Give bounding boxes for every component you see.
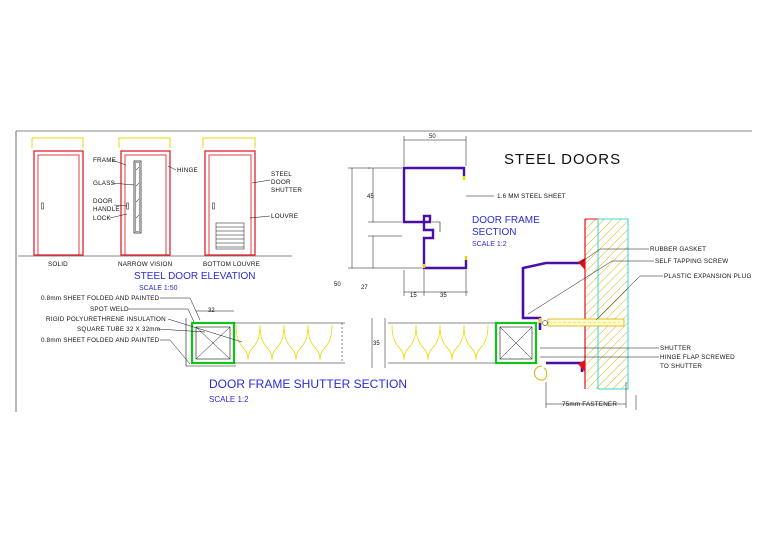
callout-self-tapping-screw: SELF TAPPING SCREW (655, 258, 728, 265)
dim-bottom-left: 27 (361, 285, 368, 291)
shutter-section-group: 35 32 0.8mm SHEET FOLDED AND PAINTED SPO… (41, 295, 538, 404)
callout-to-shutter: TO SHUTTER (660, 363, 702, 370)
jamb-detail-group: RUBBER GASKET SELF TAPPING SCREW PLASTIC… (521, 218, 752, 410)
callout-spot-weld: SPOT WELD (90, 306, 129, 313)
callout-insulation: RIGID POLYURETHRENE INSULATION (46, 316, 166, 323)
door-narrow-vision (118, 137, 171, 256)
door-solid (31, 137, 84, 256)
label-solid: SOLID (48, 261, 68, 268)
dim-top: 50 (429, 134, 436, 140)
callout-frame: FRAME (93, 157, 116, 164)
callout-expansion-plug: PLASTIC EXPANSION PLUG (664, 273, 752, 280)
callout-steel-sheet: 1.6 MM STEEL SHEET (497, 193, 566, 200)
callout-steel: STEEL (271, 171, 292, 178)
frame-caption-line2: SECTION (472, 227, 516, 238)
insulation-right (388, 322, 496, 364)
dim-b2: 35 (440, 293, 447, 299)
callout-sheet-bottom: 0.8mm SHEET FOLDED AND PAINTED (41, 337, 160, 344)
dim-height: 45 (367, 194, 374, 200)
label-narrow-vision: NARROW VISION (118, 261, 173, 268)
callout-door-2: DOOR (271, 179, 291, 186)
callout-glass: GLASS (93, 180, 115, 187)
callout-lock: LOCK (93, 215, 112, 222)
elevation-scale: SCALE 1:50 (139, 285, 178, 292)
label-bottom-louvre: BOTTOM LOUVRE (203, 261, 260, 268)
callout-rubber-gasket: RUBBER GASKET (650, 246, 706, 253)
callout-hinge-flap: HINGE FLAP SCREWED (660, 354, 735, 361)
dim-35: 35 (373, 341, 380, 347)
frame-section-scale: SCALE 1:2 (472, 241, 507, 248)
callout-square-tube: SQUARE TUBE 32 X 32mm (77, 326, 160, 333)
dim-b1: 15 (410, 293, 417, 299)
shutter-scale: SCALE 1:2 (209, 395, 249, 404)
dim-32: 32 (208, 308, 215, 314)
callout-shutter-2: SHUTTER (660, 345, 691, 352)
callout-louvre: LOUVRE (271, 213, 298, 220)
door-bottom-louvre (202, 137, 256, 256)
insulation-left (234, 322, 345, 364)
dim-left: 50 (334, 282, 341, 288)
callout-shutter: SHUTTER (271, 187, 302, 194)
sheet-border (15, 130, 752, 412)
dim-fastener: 75mm FASTENER (562, 401, 617, 408)
callout-door: DOOR (93, 198, 113, 205)
door-frame-section-group: 50 45 50 27 15 35 1.6 MM STEEL SHEET DOO… (334, 134, 566, 299)
shutter-caption: DOOR FRAME SHUTTER SECTION (209, 377, 407, 391)
callout-handle: HANDLE (93, 206, 120, 213)
door-elevation-group: FRAME GLASS DOOR HANDLE LOCK HINGE STEEL… (18, 137, 302, 292)
elevation-caption: STEEL DOOR ELEVATION (134, 271, 256, 282)
callout-sheet-top: 0.8mm SHEET FOLDED AND PAINTED (41, 295, 160, 302)
frame-caption-line1: DOOR FRAME (472, 215, 540, 226)
louvre-grille (215, 222, 245, 250)
drawing-title: STEEL DOORS (504, 151, 621, 168)
callout-hinge: HINGE (177, 167, 198, 174)
